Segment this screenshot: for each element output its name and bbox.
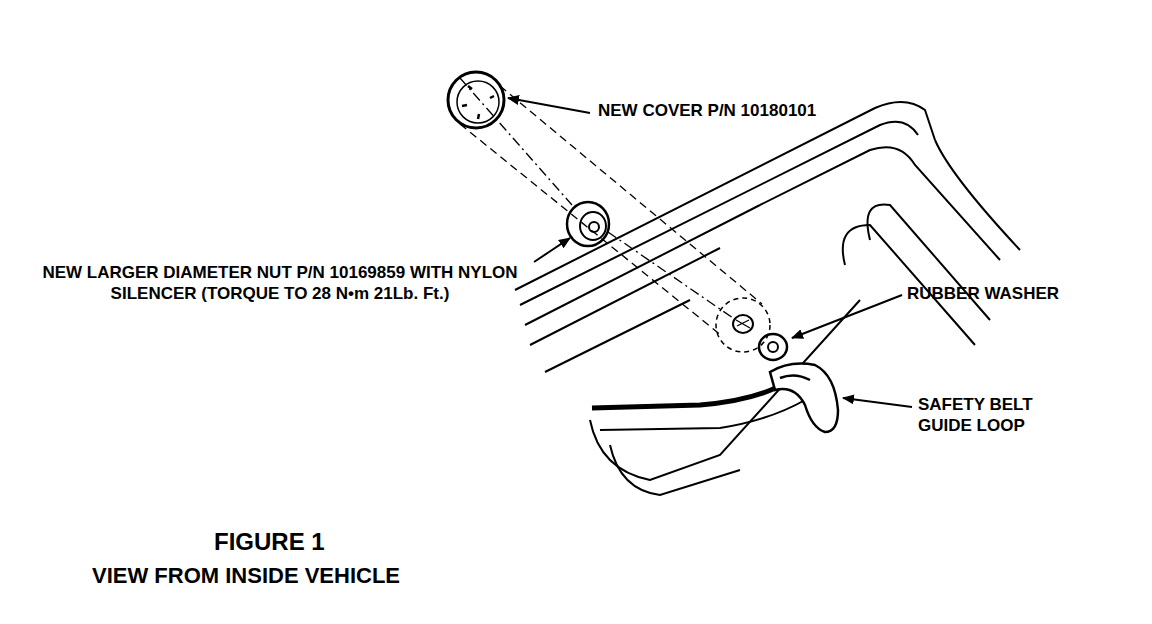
guide-loop: [770, 364, 838, 432]
stud: [716, 298, 770, 352]
leader-lines: [508, 98, 912, 407]
figure-caption: VIEW FROM INSIDE VEHICLE: [92, 562, 512, 590]
part-label: RUBBER WASHER: [907, 283, 1137, 304]
cover: [448, 72, 504, 128]
rubber-washer: [759, 334, 787, 360]
figure-title: FIGURE 1: [214, 527, 434, 557]
part-label: NEW COVER P/N 10180101: [598, 100, 918, 121]
part-label: SAFETY BELT GUIDE LOOP: [918, 394, 1058, 437]
part-label: NEW LARGER DIAMETER NUT P/N 10169859 WIT…: [30, 262, 530, 305]
